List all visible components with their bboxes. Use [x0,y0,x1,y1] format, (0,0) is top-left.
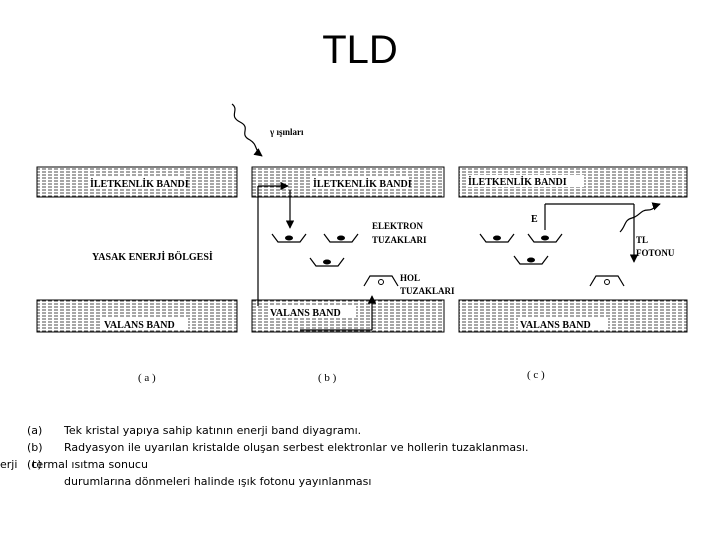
panel-label-c: ( c ) [527,369,545,381]
electron-traps-label-line1: ELEKTRON [372,221,424,231]
gamma-ray-squiggle [231,103,263,157]
tl-photon-label-line2: FOTONU [636,248,675,258]
electron-trap-c2 [527,233,563,243]
caption-a-text: Tek kristal yapıya sahip katının enerji … [64,424,362,437]
caption-c-marker: (c) [27,458,42,471]
conduction-band-label-b: İLETKENLİK BANDI [313,178,412,190]
caption-c-fragment: erji [0,458,18,471]
conduction-band-label-c: İLETKENLİK BANDI [468,176,567,188]
tl-photon-label-line1: TL [636,235,648,245]
electron-trap-b1 [271,233,307,243]
tl-photon-squiggle [619,202,661,233]
forbidden-zone-label: YASAK ENERJİ BÖLGESİ [92,250,213,263]
conduction-band-label-a: İLETKENLİK BANDI [90,178,189,190]
hole-traps-label-line2: TUZAKLARI [400,286,455,296]
caption-c-overlap: termal ısıtma sonucu [32,458,148,471]
electron-trap-b2 [323,233,359,243]
valence-band-label-c: VALANS BAND [520,320,591,331]
caption-c-line2: durumlarına dönmeleri halinde ışık foton… [64,475,372,488]
caption-b-text: Radyasyon ile uyarılan kristalde oluşan … [64,441,529,454]
hole-trap-c [589,275,625,287]
hole-trap-b [363,275,399,287]
electron-trap-c3 [513,255,549,265]
caption-b-marker: (b) [27,441,43,454]
valence-band-label-b: VALANS BAND [270,308,341,319]
electron-trap-b3 [309,257,345,267]
panel-label-a: ( a ) [138,372,156,384]
electron-trap-c1 [479,233,515,243]
electron-traps-label-line2: TUZAKLARI [372,235,427,245]
page-title: TLD [322,28,398,72]
electron-symbol: E [531,214,538,225]
caption-a-marker: (a) [27,424,43,437]
valence-band-label-a: VALANS BAND [104,320,175,331]
panel-label-b: ( b ) [318,372,337,384]
hole-traps-label-line1: HOL [400,273,420,283]
gamma-ray-label: γ ışınları [269,127,304,137]
